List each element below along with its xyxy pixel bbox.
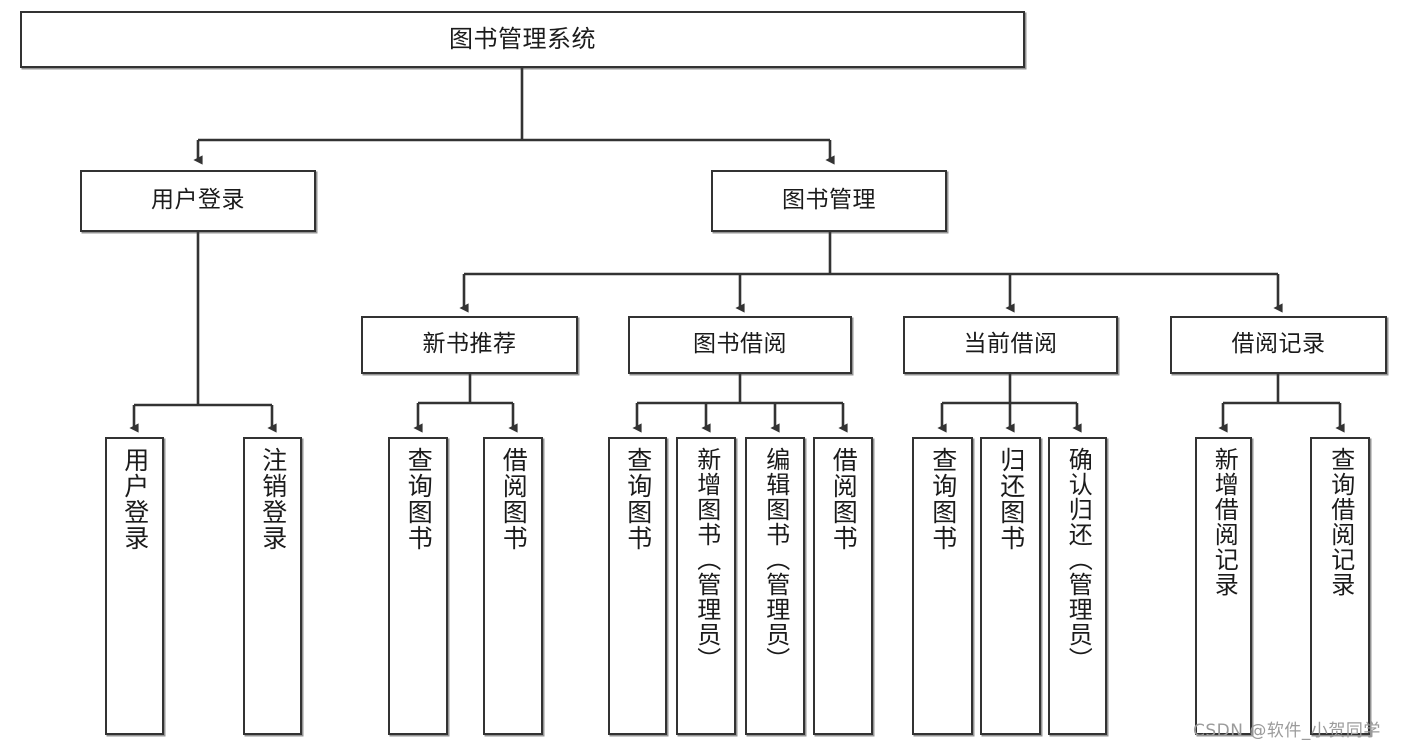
edge-currentborrow-to-leaves [937, 374, 1082, 433]
node-label: 新增图书（管理员） [692, 447, 721, 672]
node-label: 查询图书 [623, 447, 653, 551]
node-label: 借阅记录 [1231, 331, 1326, 358]
node-current-borrow[interactable]: 当前借阅 [903, 316, 1118, 374]
edge-userlogin-to-leaves [129, 232, 277, 433]
leaf-query-borrow-record[interactable]: 查询借阅记录 [1310, 437, 1370, 735]
node-label: 查询图书 [928, 447, 958, 551]
node-label: 借阅图书 [829, 447, 859, 551]
edge-borrowrecord-to-leaves [1218, 374, 1345, 433]
node-label: 图书借阅 [693, 331, 787, 358]
leaf-confirm-return-admin[interactable]: 确认归还（管理员） [1048, 437, 1107, 735]
node-label: 确认归还（管理员） [1064, 447, 1093, 672]
node-label: 借阅图书 [499, 447, 529, 551]
node-label: 用户登录 [120, 447, 150, 551]
leaf-user-logout[interactable]: 注销登录 [243, 437, 302, 735]
leaf-add-book-admin[interactable]: 新增图书（管理员） [676, 437, 736, 735]
node-label: 查询图书 [404, 447, 434, 551]
node-label: 图书管理系统 [449, 25, 596, 54]
edge-root-to-level2 [193, 68, 835, 165]
node-label: 注销登录 [258, 447, 288, 551]
leaf-query-book-borrow[interactable]: 查询图书 [608, 437, 667, 735]
node-label: 新增借阅记录 [1210, 447, 1239, 597]
leaf-edit-book-admin[interactable]: 编辑图书（管理员） [745, 437, 805, 735]
node-label: 归还图书 [996, 447, 1026, 551]
node-label: 图书管理 [782, 187, 876, 214]
leaf-borrow-book-recommend[interactable]: 借阅图书 [483, 437, 543, 735]
node-book-borrow[interactable]: 图书借阅 [628, 316, 852, 374]
node-borrow-record[interactable]: 借阅记录 [1170, 316, 1387, 374]
node-book-manage[interactable]: 图书管理 [711, 170, 947, 232]
leaf-borrow-book[interactable]: 借阅图书 [813, 437, 873, 735]
leaf-user-login[interactable]: 用户登录 [105, 437, 164, 735]
edge-newbookrec-to-leaves [413, 374, 518, 433]
node-user-login[interactable]: 用户登录 [80, 170, 316, 232]
watermark-text: CSDN @软件_小贺同学 [1193, 721, 1381, 741]
leaf-query-book-recommend[interactable]: 查询图书 [388, 437, 448, 735]
leaf-add-borrow-record[interactable]: 新增借阅记录 [1195, 437, 1252, 735]
node-root-system[interactable]: 图书管理系统 [20, 11, 1025, 68]
node-label: 新书推荐 [422, 331, 517, 358]
leaf-query-book-current[interactable]: 查询图书 [912, 437, 973, 735]
node-new-book-recommend[interactable]: 新书推荐 [361, 316, 578, 374]
edge-bookborrow-to-leaves [632, 374, 848, 433]
node-label: 编辑图书（管理员） [761, 447, 790, 672]
node-label: 查询借阅记录 [1326, 447, 1355, 597]
node-label: 当前借阅 [963, 331, 1058, 358]
leaf-return-book[interactable]: 归还图书 [980, 437, 1041, 735]
node-label: 用户登录 [151, 187, 245, 214]
edge-bookmanage-to-level3 [459, 232, 1283, 313]
